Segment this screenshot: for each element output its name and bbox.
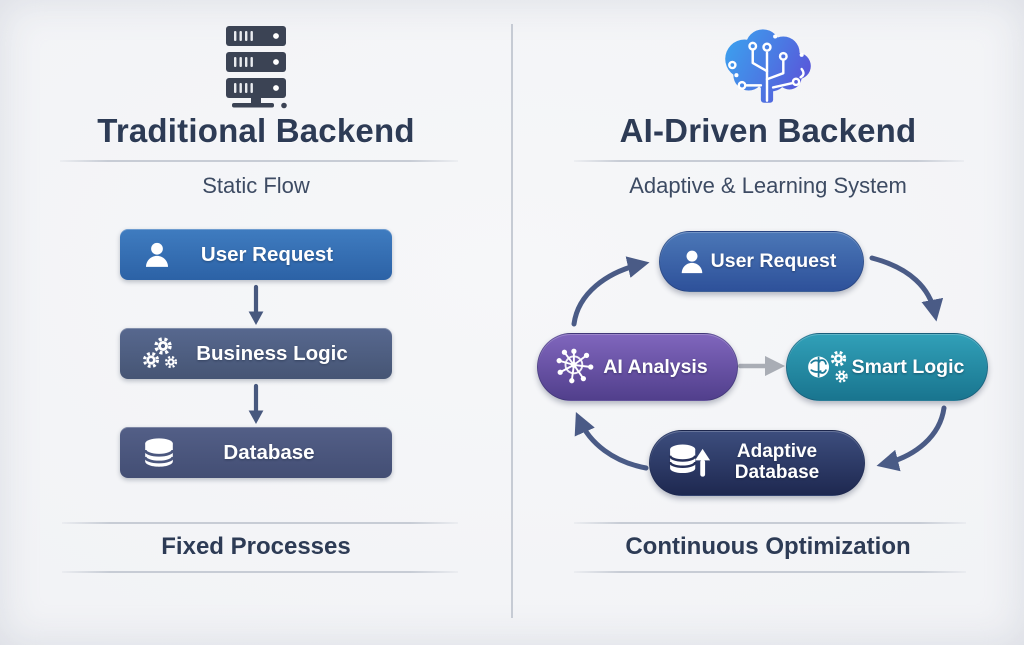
ai-brain-circuit-icon (714, 22, 820, 111)
cycle-node-label: Smart Logic (851, 355, 965, 378)
cycle-node-ai-analysis: AI Analysis (537, 333, 738, 401)
cycle-node-label: AI Analysis (603, 355, 708, 378)
left-panel-subtitle: Static Flow (202, 173, 310, 198)
panel-divider (511, 24, 513, 618)
user-icon (142, 240, 172, 270)
cycle-node-label: User Request (710, 250, 837, 272)
left-panel-title: Traditional Backend (97, 112, 415, 149)
down-arrow-icon (246, 383, 266, 430)
left-panel-footer: Fixed Processes (161, 533, 351, 560)
right-panel-title: AI-Driven Backend (619, 112, 917, 149)
brain-gears-icon (805, 348, 851, 386)
flow-node-user-request: User Request (120, 229, 392, 280)
arrow-smart-to-database (876, 405, 947, 472)
flow-node-business-logic: Business Logic (120, 328, 392, 379)
network-icon (556, 347, 596, 387)
user-icon (678, 248, 706, 276)
cycle-node-label: Adaptive Database (734, 441, 820, 483)
right-footer-divider-bottom (574, 571, 966, 573)
arrow-user-to-smart (869, 255, 944, 322)
database-icon (142, 437, 176, 469)
left-footer-divider-top (62, 522, 458, 524)
right-panel-footer: Continuous Optimization (625, 533, 911, 560)
right-panel-subtitle: Adaptive & Learning System (629, 173, 907, 198)
left-title-divider (60, 160, 458, 162)
flow-node-label: User Request (200, 242, 334, 266)
arrow-ai-to-user (571, 256, 650, 327)
left-footer-divider-bottom (62, 571, 458, 573)
flow-node-database: Database (120, 427, 392, 478)
gears-icon (142, 336, 182, 372)
cycle-node-adaptive-database: Adaptive Database (649, 430, 865, 496)
cycle-node-user-request: User Request (659, 231, 864, 292)
arrow-database-to-ai (574, 411, 649, 471)
database-up-icon (668, 443, 712, 483)
server-icon (220, 26, 292, 115)
cycle-node-smart-logic: Smart Logic (786, 333, 988, 401)
down-arrow-icon (246, 284, 266, 331)
right-title-divider (574, 160, 964, 162)
flow-node-label: Database (223, 440, 315, 464)
right-footer-divider-top (574, 522, 966, 524)
flow-node-label: Business Logic (196, 341, 348, 365)
